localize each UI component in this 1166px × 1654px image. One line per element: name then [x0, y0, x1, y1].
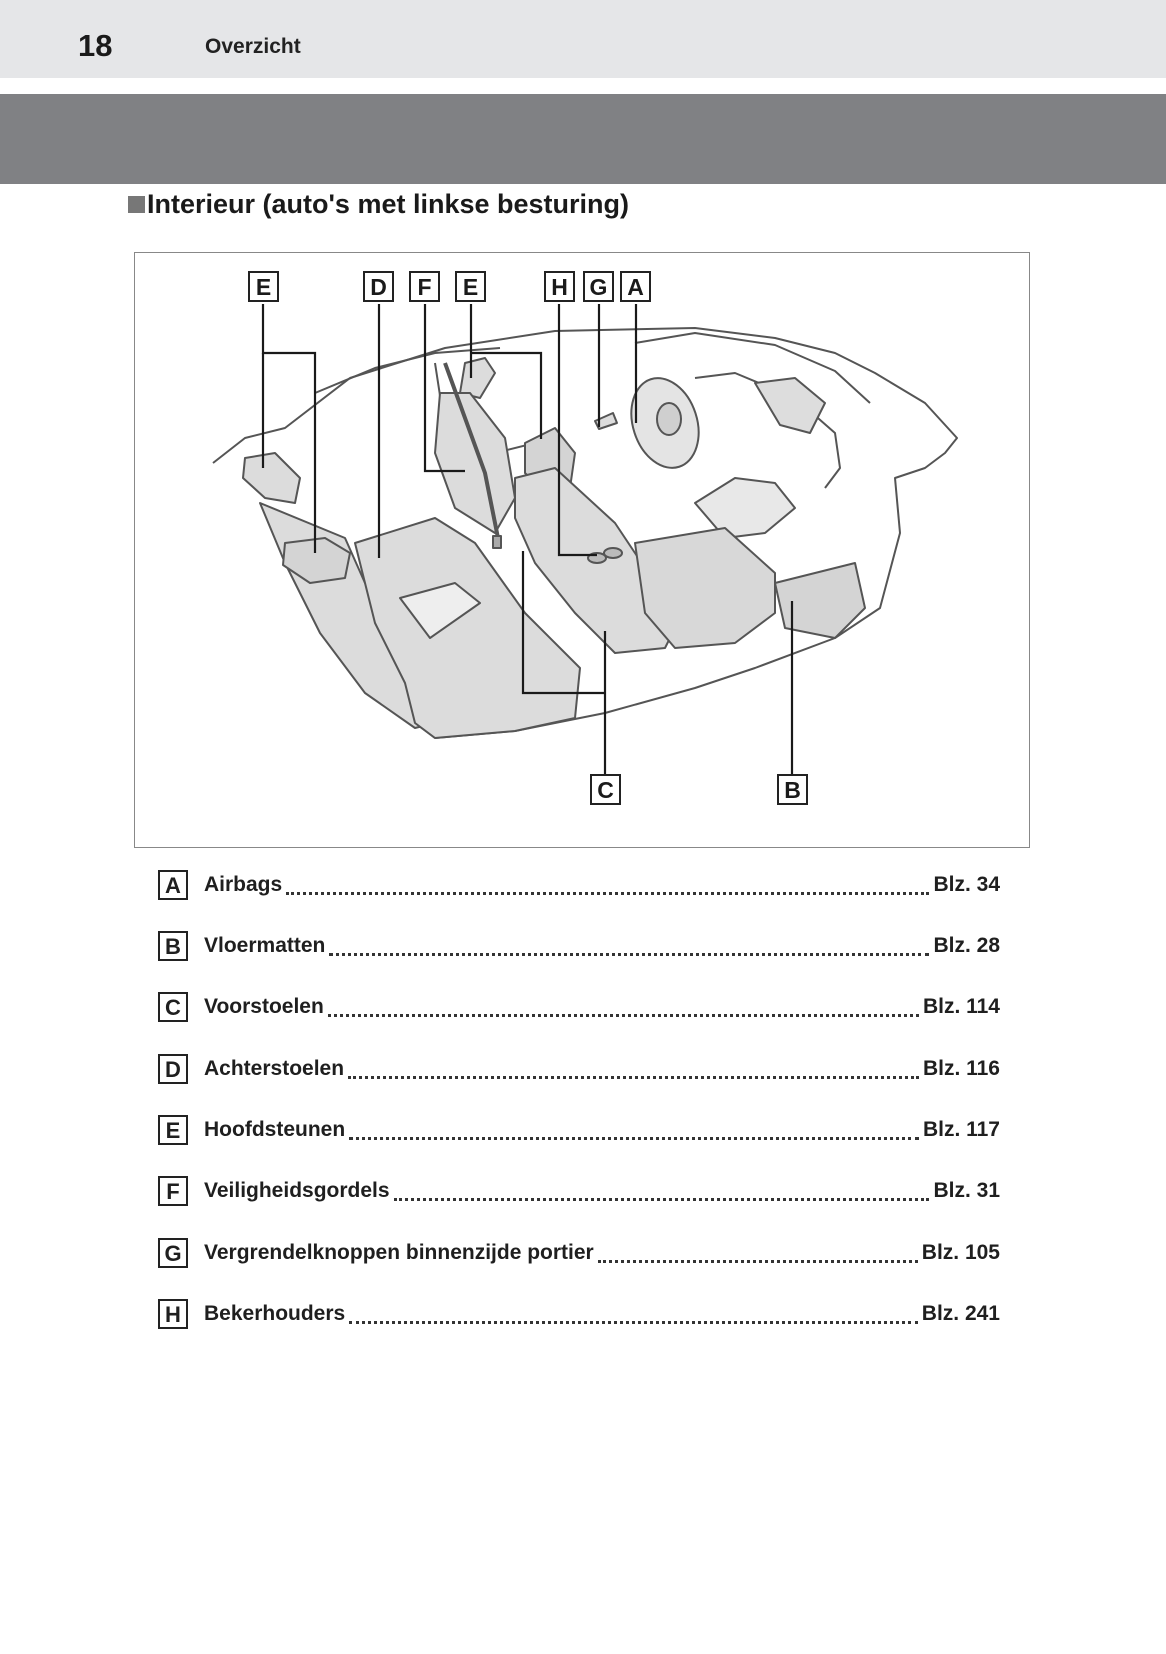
floor-mat	[774, 562, 866, 639]
leader-f	[423, 304, 465, 473]
front-seat-cushion	[634, 527, 776, 649]
legend-label: Airbags	[204, 873, 283, 896]
figure-label-e-rear: E	[248, 271, 279, 302]
interior-illustration: E D F E H G A C B	[134, 252, 1030, 848]
leader-e-rear	[261, 304, 317, 553]
legend-row: H Bekerhouders Blz. 241	[158, 1298, 1000, 1330]
leader-c	[521, 551, 607, 774]
legend-key: H	[158, 1299, 188, 1329]
legend-key: C	[158, 992, 188, 1022]
figure-label-f: F	[409, 271, 440, 302]
page-reference: Blz. 31	[933, 1179, 1000, 1202]
legend-label: Bekerhouders	[204, 1302, 346, 1325]
legend-key: A	[158, 870, 188, 900]
dot-leader	[393, 1197, 930, 1201]
page-reference: Blz. 34	[933, 873, 1000, 896]
door-lock-button	[594, 412, 618, 430]
legend-row: D Achterstoelen Blz. 116	[158, 1053, 1000, 1085]
legend-row: B Vloermatten Blz. 28	[158, 930, 1000, 962]
front-headrest-driver	[459, 357, 496, 399]
dot-leader	[349, 1136, 919, 1140]
rear-headrest-center	[282, 537, 351, 584]
legend-label: Voorstoelen	[204, 995, 324, 1018]
legend-label: Hoofdsteunen	[204, 1118, 346, 1141]
figure-label-d: D	[363, 271, 394, 302]
dot-leader	[329, 952, 930, 956]
rear-window-line	[314, 347, 501, 394]
legend-label: Vloermatten	[204, 934, 326, 957]
heading-text: Interieur (auto's met linkse besturing)	[147, 189, 630, 219]
figure-label-g: G	[583, 271, 614, 302]
legend-label: Veiligheidsgordels	[204, 1179, 390, 1202]
page-reference: Blz. 116	[922, 1057, 1000, 1080]
armrest-opening	[399, 582, 481, 639]
page-reference: Blz. 105	[921, 1241, 1000, 1264]
figure-label-a: A	[620, 271, 651, 302]
page-reference: Blz. 114	[922, 995, 1000, 1018]
legend-row: E Hoofdsteunen Blz. 117	[158, 1114, 1000, 1146]
dot-leader	[348, 1075, 919, 1079]
page-reference: Blz. 241	[921, 1302, 1000, 1325]
page-reference: Blz. 28	[933, 934, 1000, 957]
legend-row: A Airbags Blz. 34	[158, 869, 1000, 901]
leader-h	[557, 304, 597, 557]
display-panel	[754, 377, 826, 434]
windshield-line	[634, 332, 871, 404]
page-heading: Interieur (auto's met linkse besturing)	[128, 189, 629, 220]
legend-label: Vergrendelknoppen binnenzijde portier	[204, 1241, 594, 1264]
seat-belt	[443, 362, 502, 549]
chapter-band	[0, 94, 1166, 184]
legend-label: Achterstoelen	[204, 1057, 345, 1080]
dot-leader	[597, 1259, 918, 1263]
figure-label-b: B	[777, 774, 808, 805]
dot-leader	[327, 1013, 919, 1017]
airbag-hub	[656, 402, 682, 436]
front-seat-back-driver	[434, 392, 516, 534]
center-console	[694, 477, 796, 539]
legend-key: G	[158, 1238, 188, 1268]
figure-label-c: C	[590, 774, 621, 805]
dot-leader	[286, 891, 930, 895]
legend-key: E	[158, 1115, 188, 1145]
figure-label-e-front: E	[455, 271, 486, 302]
legend-key: F	[158, 1176, 188, 1206]
dot-leader	[349, 1320, 918, 1324]
cup-holder-2	[603, 547, 623, 559]
page-reference: Blz. 117	[922, 1118, 1000, 1141]
legend-row: F Veiligheidsgordels Blz. 31	[158, 1175, 1000, 1207]
car-interior-drawing	[212, 304, 958, 774]
figure-label-h: H	[544, 271, 575, 302]
header-bar: 18 Overzicht	[0, 0, 1166, 78]
bullet-square-icon	[128, 196, 145, 213]
legend-key: B	[158, 931, 188, 961]
belt-buckle	[492, 535, 502, 549]
rear-headrest-left	[242, 452, 301, 504]
car-body-outline	[212, 327, 958, 739]
section-title: Overzicht	[205, 35, 301, 58]
legend-key: D	[158, 1054, 188, 1084]
legend-row: C Voorstoelen Blz. 114	[158, 991, 1000, 1023]
page-number: 18	[78, 28, 113, 63]
leader-e-front-2	[471, 351, 543, 439]
legend-row: G Vergrendelknoppen binnenzijde portier …	[158, 1237, 1000, 1269]
